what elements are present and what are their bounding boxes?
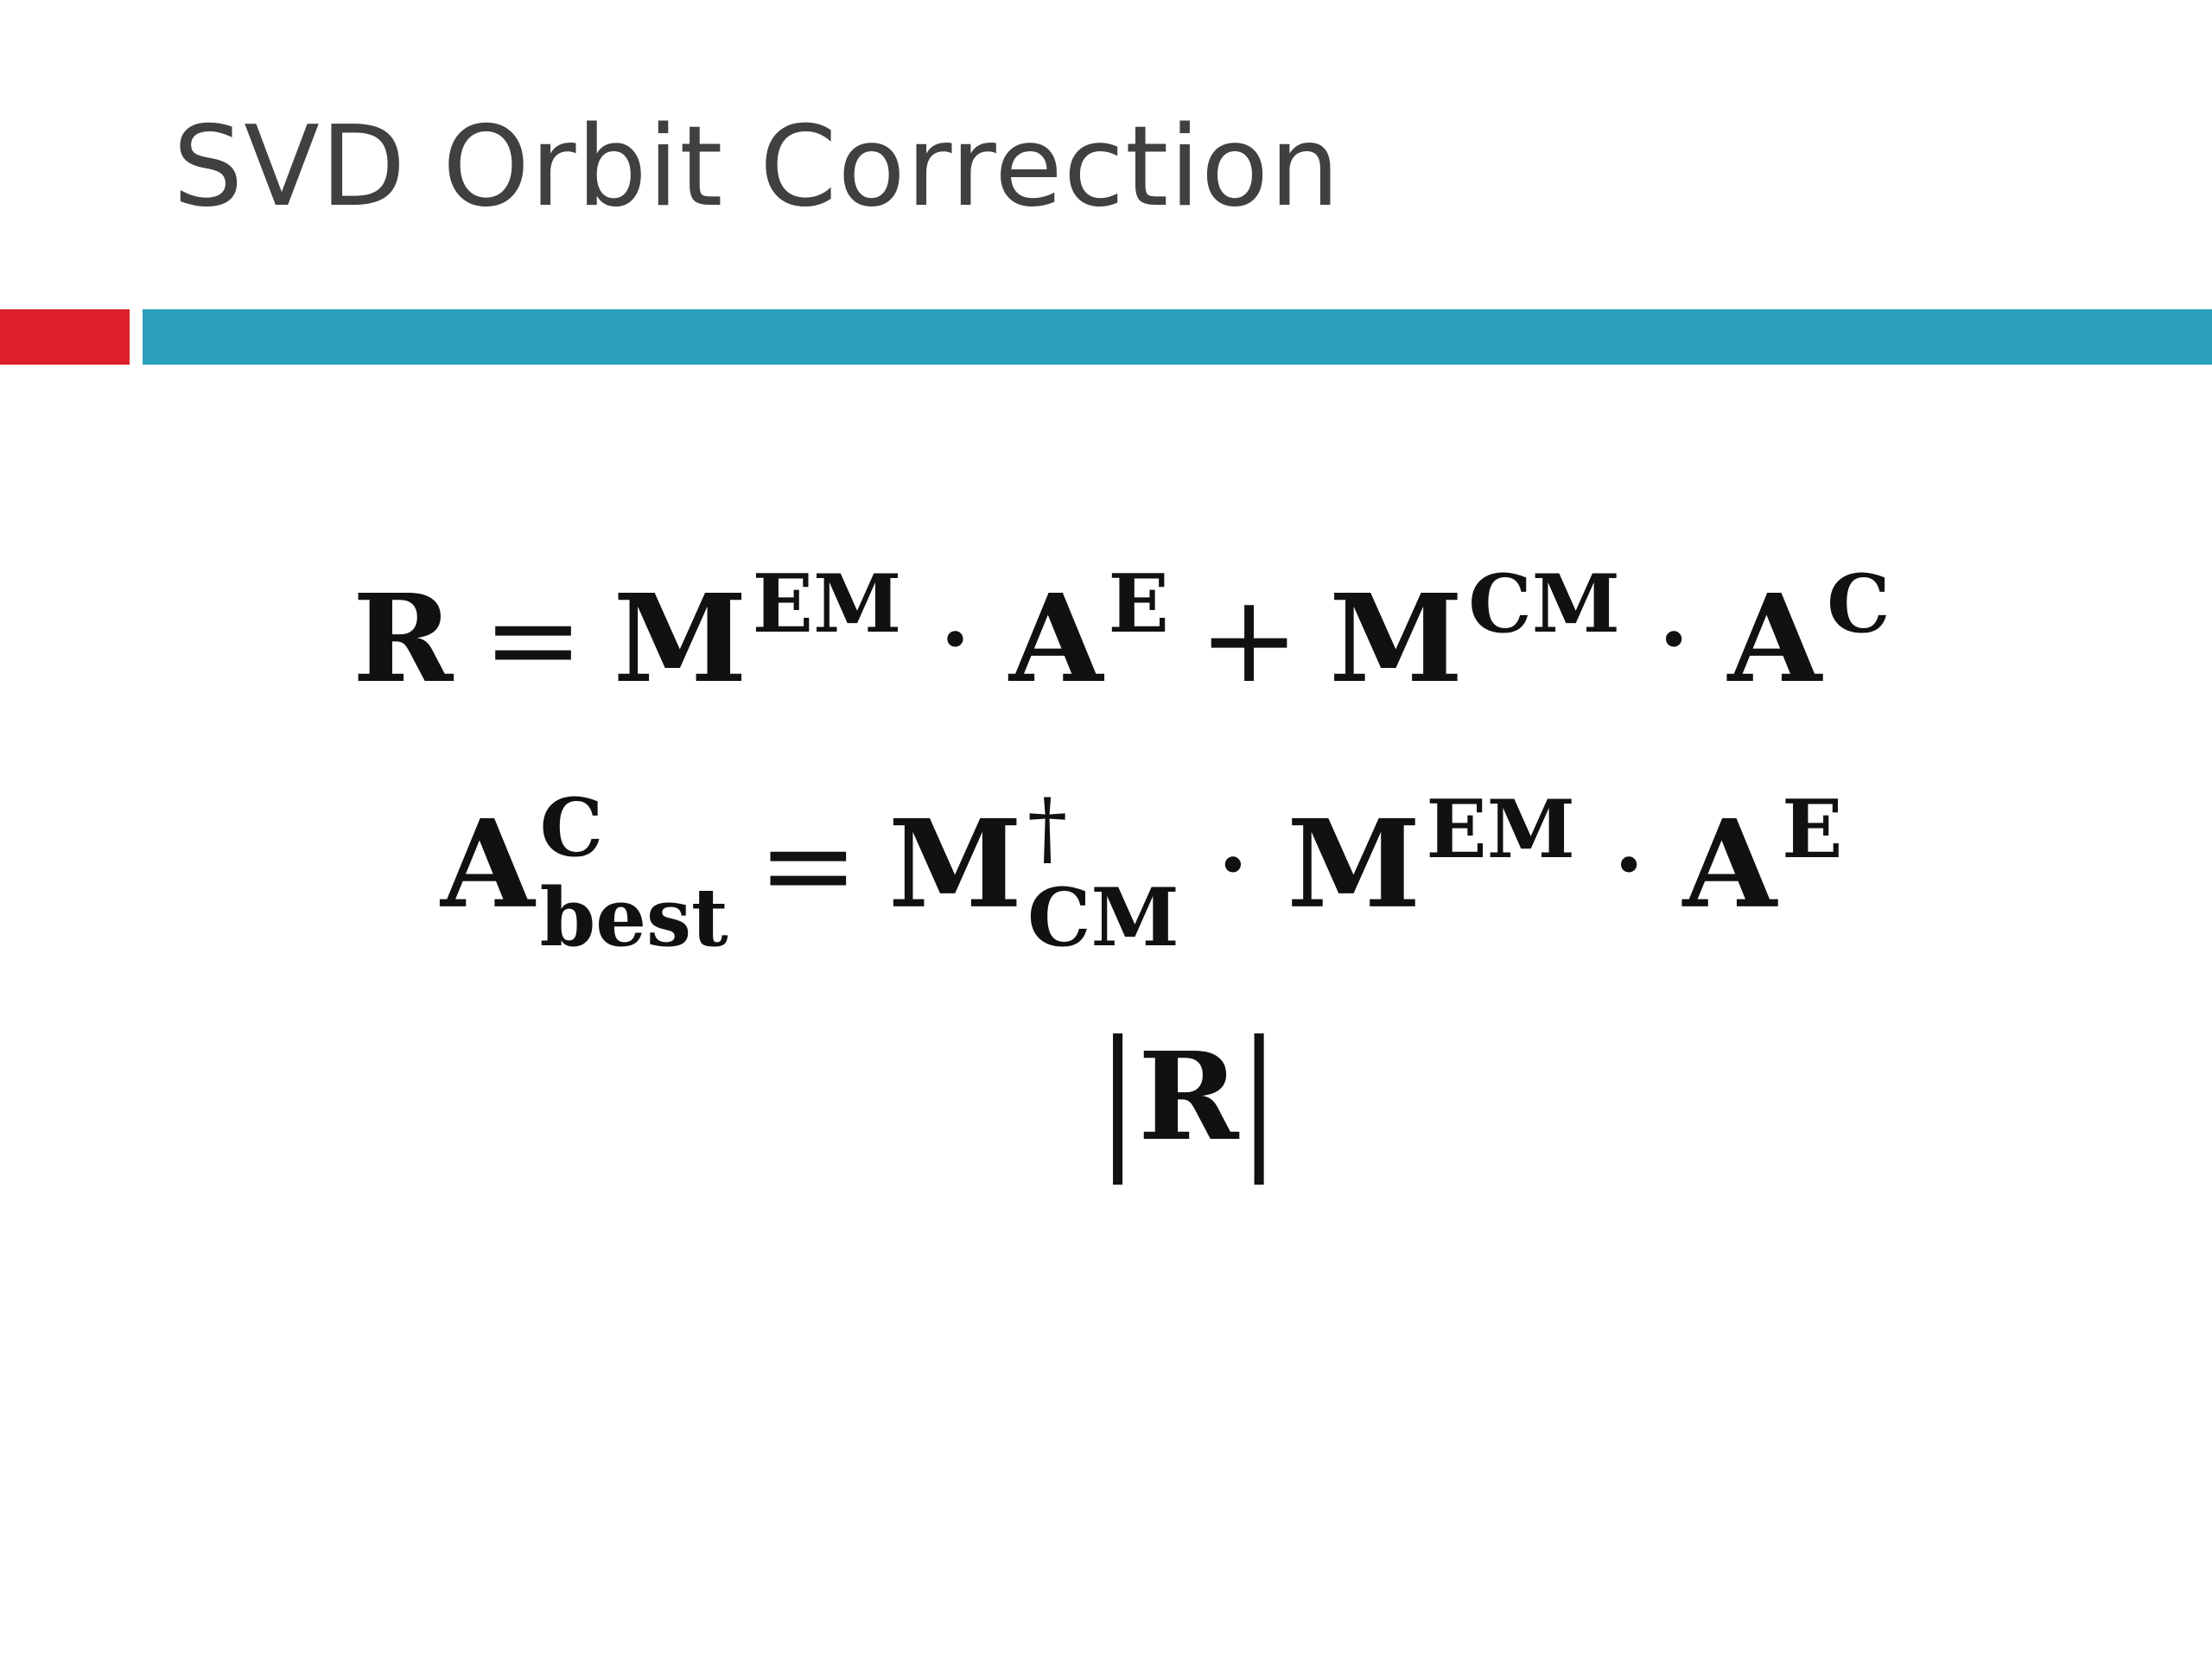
equation-norm: |R| bbox=[1097, 1022, 1280, 1173]
eq1-term3-sup: CM bbox=[1468, 556, 1621, 651]
eq2-equals: = bbox=[757, 794, 860, 936]
eq2-term3-base: A bbox=[1682, 793, 1777, 936]
eq1-dot1: · bbox=[936, 569, 975, 710]
eq3-right-bar: | bbox=[1238, 1009, 1280, 1186]
accent-bar-red bbox=[0, 309, 130, 365]
eq2-term1-base: M bbox=[888, 793, 1022, 936]
eq1-term2-base: A bbox=[1008, 569, 1103, 710]
eq1-term3-base: M bbox=[1329, 569, 1464, 710]
eq2-term2-sup: EM bbox=[1426, 781, 1576, 876]
eq2-term2-base: M bbox=[1287, 793, 1421, 936]
eq3-body: R bbox=[1138, 1027, 1239, 1168]
eq1-term1-sup: EM bbox=[752, 556, 902, 651]
eq3-left-bar: | bbox=[1097, 1009, 1139, 1186]
eq1-term1-base: M bbox=[613, 569, 747, 710]
eq2-dot1: · bbox=[1213, 794, 1253, 936]
eq2-term1-sub: CM bbox=[1027, 870, 1179, 965]
equation-response: R=MEM·AE+MCM·AC bbox=[353, 563, 1891, 701]
eq2-lhs-base: A bbox=[441, 793, 535, 936]
eq1-term4-base: A bbox=[1727, 569, 1822, 710]
eq1-term2-sup: E bbox=[1108, 556, 1169, 651]
eq2-term1-sup: † bbox=[1027, 780, 1068, 874]
eq2-dot2: · bbox=[1610, 794, 1649, 936]
eq2-term1-scripts: †CM bbox=[1027, 787, 1179, 965]
eq1-plus: + bbox=[1198, 569, 1300, 710]
slide-title: SVD Orbit Correction bbox=[173, 103, 1341, 232]
eq1-lhs: R bbox=[353, 569, 454, 710]
eq2-lhs-sup: C bbox=[539, 779, 604, 874]
eq2-lhs-sub: best bbox=[539, 870, 728, 965]
eq2-term3-sup: E bbox=[1782, 781, 1843, 876]
eq1-equals: = bbox=[482, 569, 584, 710]
eq1-dot2: · bbox=[1655, 569, 1694, 710]
eq1-term4-sup: C bbox=[1827, 556, 1891, 651]
accent-bar-teal bbox=[143, 309, 2212, 365]
